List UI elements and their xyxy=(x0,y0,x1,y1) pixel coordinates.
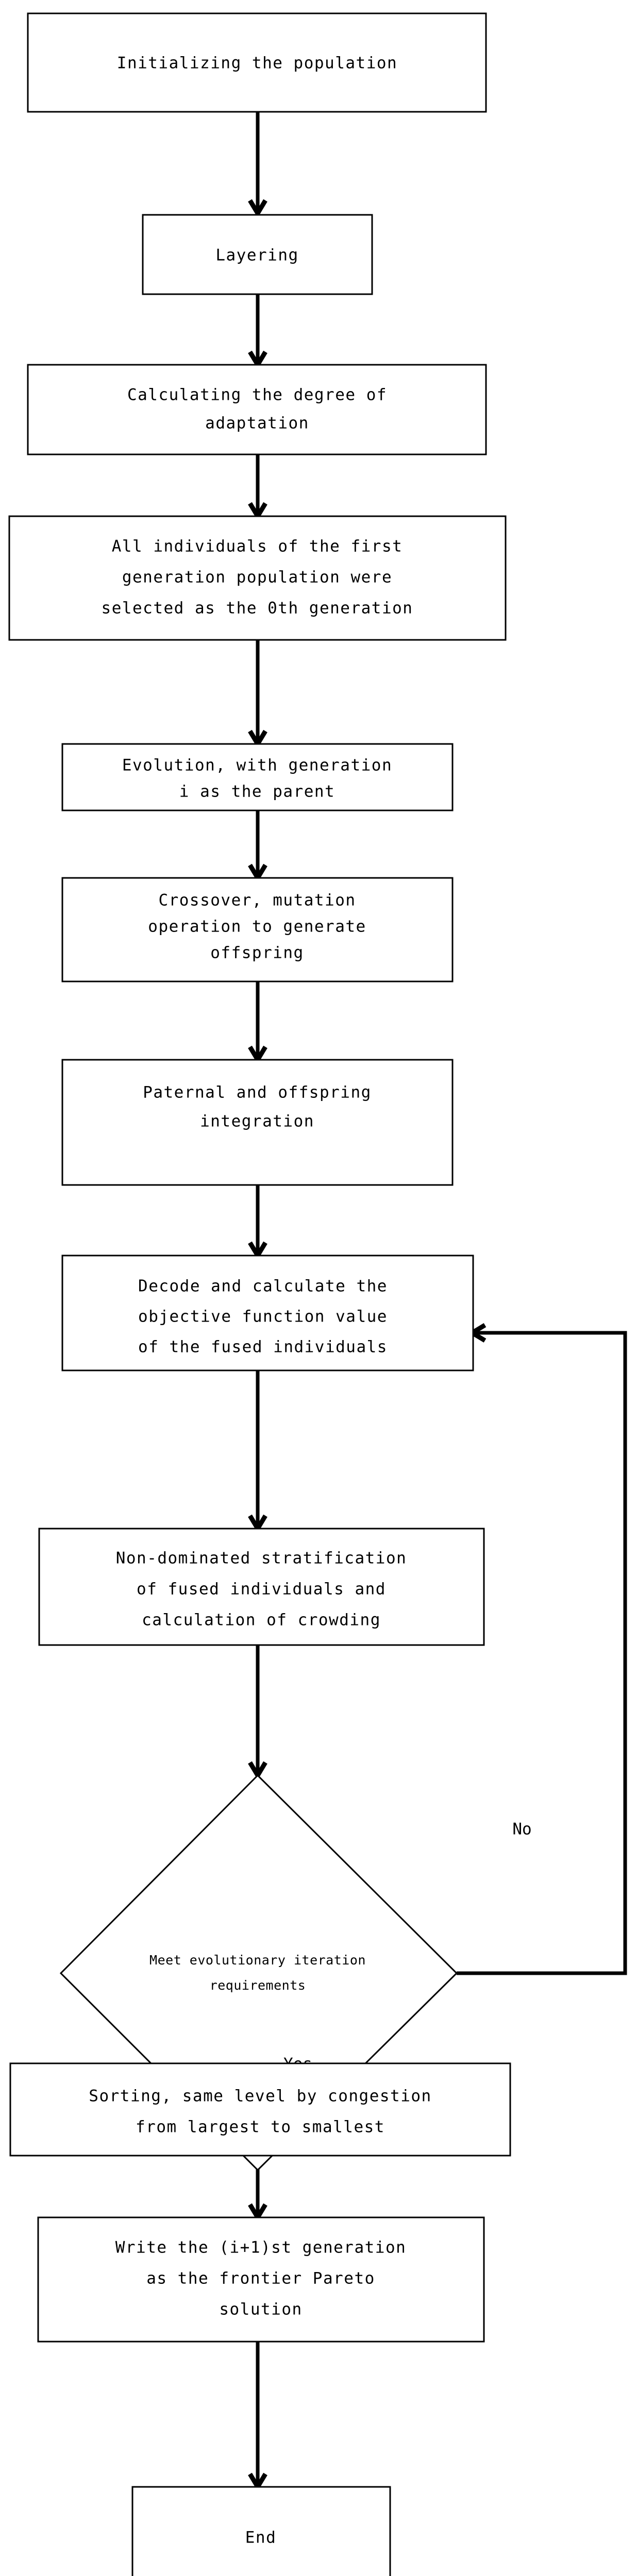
node-label-line-1: Meet evolutionary iteration xyxy=(149,1953,366,1968)
node-layering[interactable]: Layering xyxy=(142,214,373,295)
node-label-line-2: adaptation xyxy=(205,414,309,433)
connector-all-individuals-to-evolution xyxy=(248,640,267,749)
node-label-line-2: generation population were xyxy=(122,568,392,587)
node-label-line-2: of fused individuals and xyxy=(137,1580,386,1599)
node-write-the-i-plus-1-st-generation[interactable]: Write the (i+1)st generation as the fron… xyxy=(37,2216,485,2343)
node-label-line-2: operation to generate xyxy=(148,918,366,936)
node-crossover-mutation-operation[interactable]: Crossover, mutation operation to generat… xyxy=(61,877,454,982)
node-label-line-3: solution xyxy=(219,2300,302,2319)
node-label-line-2: i as the parent xyxy=(179,783,335,801)
connector-crossover-to-paternal xyxy=(248,981,267,1064)
node-label-line-1: Evolution, with generation xyxy=(122,756,392,775)
node-label-line-3: selected as the 0th generation xyxy=(102,599,413,618)
node-label-line-2: integration xyxy=(200,1112,314,1131)
node-label-line-3: offspring xyxy=(210,944,304,962)
node-label: Initializing the population xyxy=(117,54,397,73)
node-label-line-3: calculation of crowding xyxy=(142,1611,381,1630)
connector-calculating-to-all-individuals xyxy=(248,454,267,521)
connector-evolution-to-crossover xyxy=(248,810,267,883)
node-sorting-same-level-by-congestion[interactable]: Sorting, same level by congestion from l… xyxy=(9,2062,511,2157)
connector-layering-to-calculating xyxy=(248,294,267,369)
node-label: End xyxy=(245,2529,277,2547)
connector-init-to-layering xyxy=(248,112,267,218)
node-label-line-1: Decode and calculate the xyxy=(138,1277,388,1296)
node-label-line-1: Non-dominated stratification xyxy=(116,1549,407,1568)
node-end[interactable]: End xyxy=(131,2486,391,2576)
node-decode-and-calculate-objective-function[interactable]: Decode and calculate the objective funct… xyxy=(61,1255,474,1371)
node-evolution-with-generation-i-as-parent[interactable]: Evolution, with generation i as the pare… xyxy=(61,743,454,811)
connector-decision-no-feedback xyxy=(457,1323,627,1975)
connector-decode-to-non-dominated xyxy=(248,1370,267,1533)
node-calculating-the-degree-of-adaptation[interactable]: Calculating the degree of adaptation xyxy=(27,364,487,455)
node-label-line-1: Sorting, same level by congestion xyxy=(89,2087,431,2106)
node-label: Layering xyxy=(215,246,298,265)
connector-paternal-to-decode xyxy=(248,1185,267,1260)
node-label-line-2: as the frontier Pareto xyxy=(146,2269,375,2288)
node-all-individuals-first-generation[interactable]: All individuals of the first generation … xyxy=(8,515,507,641)
node-non-dominated-stratification[interactable]: Non-dominated stratification of fused in… xyxy=(38,1528,485,1646)
node-label-line-1: Write the (i+1)st generation xyxy=(115,2239,407,2257)
node-label-line-3: of the fused individuals xyxy=(138,1338,388,1357)
node-label-line-1: All individuals of the first xyxy=(112,537,403,556)
connector-write-to-end xyxy=(248,2342,267,2492)
node-label-line-1: Calculating the degree of xyxy=(127,386,387,404)
node-label-line-1: Crossover, mutation xyxy=(158,891,356,910)
node-label-line-2: from largest to smallest xyxy=(136,2118,385,2137)
edge-label-no: No xyxy=(512,1820,531,1839)
node-initializing-the-population[interactable]: Initializing the population xyxy=(27,12,487,113)
node-label-line-2: requirements xyxy=(210,1978,306,1993)
node-label-line-2: objective function value xyxy=(138,1308,388,1326)
node-label-line-1: Paternal and offspring xyxy=(143,1083,372,1102)
node-paternal-and-offspring-integration[interactable]: Paternal and offspring integration xyxy=(61,1059,454,1186)
